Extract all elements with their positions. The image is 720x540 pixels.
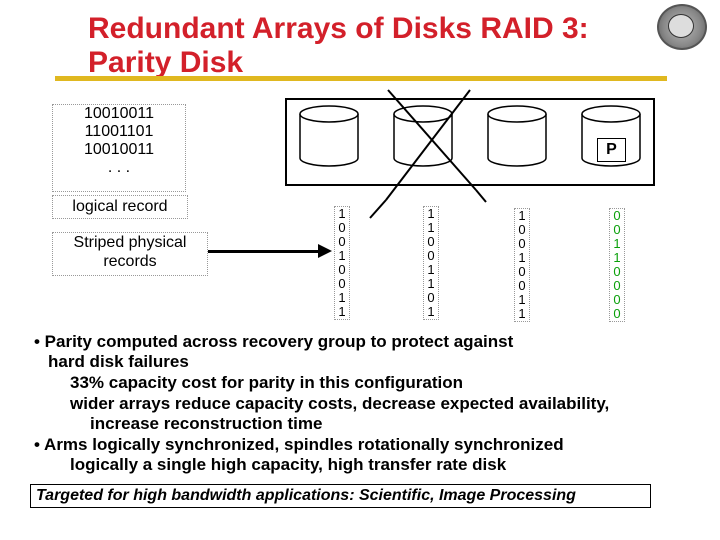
striped-label-line-2: records [103,253,157,270]
logical-record-label: logical record [52,195,188,219]
logical-record-line: 10010011 [84,105,154,122]
bullet-1-line-1: • Parity computed across recovery group … [34,332,514,351]
title-underline [55,76,667,81]
bit: 1 [427,276,435,291]
bit: 0 [427,234,435,249]
logical-record-line: 11001101 [84,123,154,140]
bit: 1 [427,304,435,319]
bullet-1-line-2: hard disk failures [48,352,189,371]
bullet-2-line-2: logically a single high capacity, high t… [70,455,507,474]
disk-1-bits: 1 0 0 1 0 0 1 1 [334,206,350,320]
title-line-2: Parity Disk [88,46,244,79]
parity-bit: 0 [613,222,621,237]
parity-bit: 0 [613,292,621,307]
university-seal-icon [657,4,707,50]
failed-disk-x-icon [369,89,487,219]
bit: 1 [338,248,346,263]
bit: 0 [518,222,526,237]
bullet-2-line-1: • Arms logically synchronized, spindles … [34,435,564,454]
bit: 1 [338,206,346,221]
arrow-right-icon [318,244,332,258]
parity-bit: 0 [613,264,621,279]
bit: 1 [427,206,435,221]
bit: 0 [338,234,346,249]
parity-bit: 0 [613,306,621,321]
bit: 0 [338,220,346,235]
sub-bullet-2-line-2: increase reconstruction time [90,414,323,433]
bit: 0 [427,290,435,305]
bit: 1 [518,208,526,223]
bit: 0 [427,248,435,263]
disk-1-icon [299,105,359,167]
bit: 1 [518,292,526,307]
parity-bit: 0 [613,278,621,293]
bit: 1 [427,262,435,277]
bit: 0 [338,276,346,291]
title-line-1: Redundant Arrays of Disks RAID 3: [88,12,589,45]
parity-bit: 1 [613,236,621,251]
parity-disk-label: P [597,138,626,162]
arrow-shaft [208,250,320,253]
disk-3-bits: 1 0 0 1 0 0 1 1 [514,208,530,322]
slide-title: Redundant Arrays of Disks RAID 3: Parity… [88,12,668,80]
parity-bits: 0 0 1 1 0 0 0 0 [609,208,625,322]
striped-records-label: Striped physical records [52,232,208,276]
bit: 1 [427,220,435,235]
disk-3-icon [487,105,547,167]
bit: 1 [338,290,346,305]
bit: 0 [518,264,526,279]
disk-2-bits: 1 1 0 0 1 1 0 1 [423,206,439,320]
parity-bit: 1 [613,250,621,265]
striped-label-line-1: Striped physical [73,234,187,251]
logical-record-line: 10010011 [84,141,154,158]
bit: 1 [338,304,346,319]
bit: 0 [518,236,526,251]
logical-record-box: 10010011 11001101 10010011 . . . [52,104,186,192]
footer-note: Targeted for high bandwidth applications… [30,484,651,508]
bit: 0 [518,278,526,293]
bit: 1 [518,306,526,321]
parity-bit: 0 [613,208,621,223]
logical-record-ellipsis: . . . [107,159,131,176]
bit: 1 [518,250,526,265]
disk-2-icon [393,105,453,167]
sub-bullet-1: 33% capacity cost for parity in this con… [70,373,463,392]
bit: 0 [338,262,346,277]
sub-bullet-2-line-1: wider arrays reduce capacity costs, decr… [70,394,610,413]
